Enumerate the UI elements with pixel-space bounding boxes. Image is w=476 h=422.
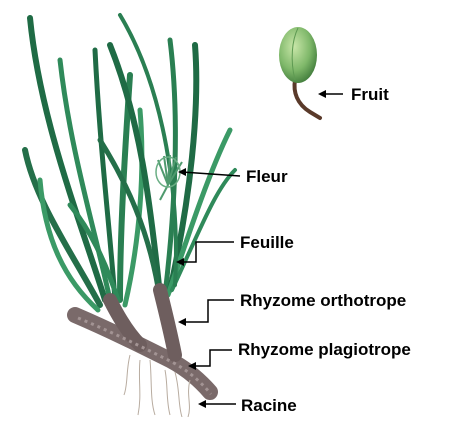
label-rhyzome-plagiotrope: Rhyzome plagiotrope: [238, 341, 411, 358]
arrow-rhyzome-orthotrope: [182, 300, 234, 322]
arrowhead-rhyzome-orthotrope: [178, 318, 186, 326]
flower: [156, 155, 182, 200]
label-racine: Racine: [241, 397, 297, 414]
arrow-rhyzome-plagiotrope: [192, 350, 232, 366]
fruit-illustration: [279, 27, 320, 118]
label-fleur: Fleur: [246, 168, 288, 185]
arrowhead-racine: [198, 400, 206, 408]
arrowhead-fruit: [318, 90, 326, 98]
label-rhyzome-orthotrope: Rhyzome orthotrope: [240, 292, 406, 309]
label-feuille: Feuille: [240, 234, 294, 251]
label-fruit: Fruit: [351, 86, 389, 103]
leaves: [25, 15, 235, 310]
